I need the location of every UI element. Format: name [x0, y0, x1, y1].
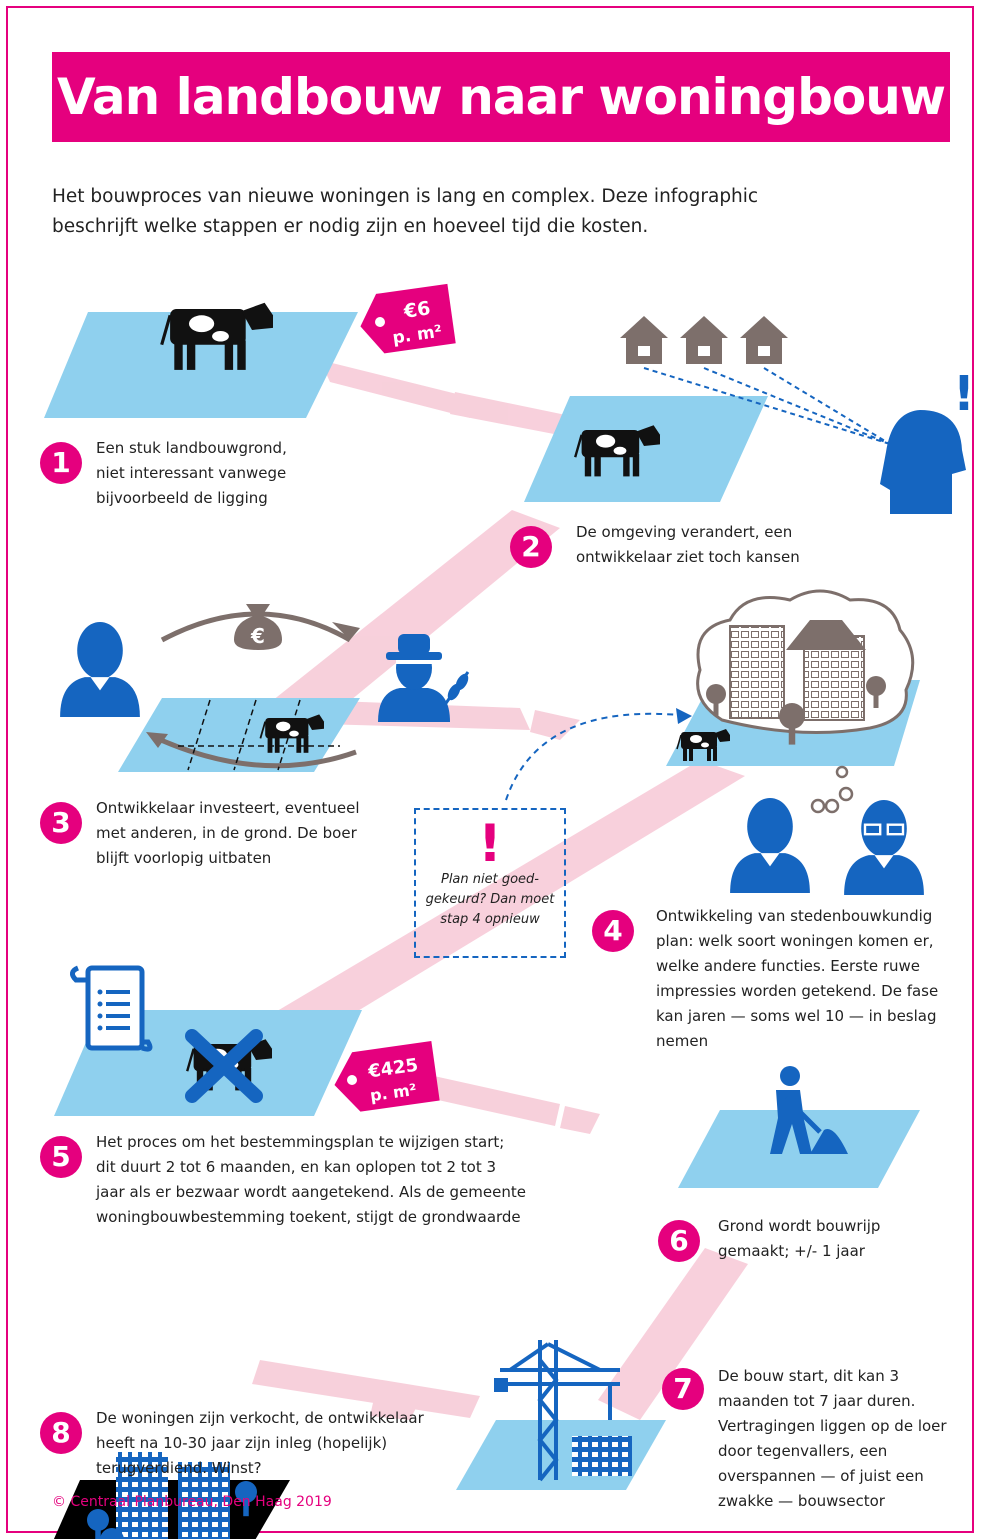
- step-5-badge: 5: [40, 1136, 82, 1178]
- note-text: Plan niet goed- gekeurd? Dan moet stap 4…: [425, 872, 555, 927]
- alert-exclamation: !: [953, 366, 975, 422]
- step-8-text: De woningen zijn verkocht, de ontwikkela…: [96, 1409, 424, 1477]
- step-3-badge: 3: [40, 802, 82, 844]
- step-1-badge: 1: [40, 442, 82, 484]
- plan-rejected-note: ! Plan niet goed- gekeurd? Dan moet stap…: [414, 808, 566, 958]
- step-6-text: Grond wordt bouwrijp gemaakt; +/- 1 jaar: [718, 1217, 881, 1260]
- step-4-text: Ontwikkeling van stedenbouwkundig plan: …: [656, 907, 939, 1050]
- step-2-badge: 2: [510, 526, 552, 568]
- title-banner: Van landbouw naar woningbouw: [52, 52, 950, 142]
- intro-text: Het bouwproces van nieuwe woningen is la…: [52, 186, 759, 237]
- step-2-text: De omgeving verandert, een ontwikkelaar …: [576, 523, 800, 566]
- step-8-illustration: [53, 1452, 290, 1539]
- step-7-badge: 7: [662, 1368, 704, 1410]
- page-border: [6, 6, 974, 1533]
- price-tag-425: €425 p. m²: [334, 1041, 440, 1112]
- step-8-badge: 8: [40, 1412, 82, 1454]
- step-7-text: De bouw start, dit kan 3 maanden tot 7 j…: [718, 1367, 947, 1510]
- note-exclamation: !: [478, 814, 502, 874]
- price-tag-6: €6 p. m²: [360, 283, 456, 354]
- price-tag-6-amount: €6: [402, 297, 432, 323]
- step-4-badge: 4: [592, 910, 634, 952]
- money-bag-symbol: €: [250, 624, 265, 648]
- step-3-text: Ontwikkelaar investeert, eventueel met a…: [96, 799, 360, 867]
- page-title: Van landbouw naar woningbouw: [56, 68, 946, 126]
- step-5-text: Het proces om het bestemmingsplan te wij…: [96, 1133, 526, 1226]
- step-6-badge: 6: [658, 1220, 700, 1262]
- copyright-credit: © Centraal Planbureau, Den Haag 2019: [52, 1494, 332, 1510]
- step-1-text: Een stuk landbouwgrond, niet interessant…: [96, 439, 287, 507]
